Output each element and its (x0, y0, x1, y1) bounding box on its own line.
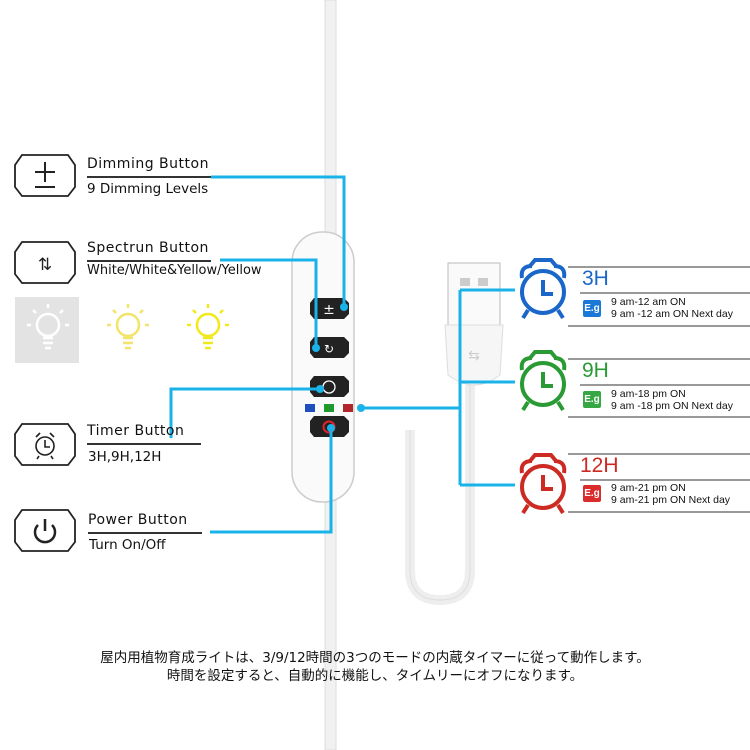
svg-text:↻: ↻ (324, 342, 334, 356)
alarm-clock-3h-icon (519, 258, 567, 320)
usb-plug: ⇆ (444, 262, 504, 386)
plus-minus-icon (35, 162, 55, 188)
example-badge: E.g (583, 300, 601, 317)
timer-label: 9H (582, 359, 609, 382)
svg-text:±: ± (323, 302, 335, 318)
spectrum-button-subtitle: White/White&Yellow/Yellow (87, 263, 262, 278)
caption-line-1: 屋内用植物育成ライトは、3/9/12時間の3つのモードの内蔵タイマーに従って動作… (100, 650, 650, 666)
controller-spectrum-button[interactable]: ↻ (310, 337, 349, 358)
dimming-button-subtitle: 9 Dimming Levels (87, 181, 209, 197)
timer-example-line: 9 am-12 am ON (611, 296, 686, 308)
timer-example-line: 9 am -12 am ON Next day (611, 308, 733, 320)
yellow-bulb-icon (187, 304, 229, 350)
timer-button-subtitle: 3H,9H,12H (88, 449, 162, 465)
controller-dimming-button[interactable]: ± (310, 298, 349, 319)
power-button-title: Power Button (88, 512, 188, 528)
timer-example-line: 9 am-21 pm ON Next day (611, 494, 731, 506)
example-badge: E.g (583, 391, 601, 408)
controller-timer-button[interactable] (310, 376, 349, 397)
timer-example-line: 9 am-21 pm ON (611, 482, 686, 494)
power-icon (33, 519, 57, 544)
spectrum-icon-frame (14, 241, 76, 284)
spectrum-button-title: Spectrun Button (87, 240, 209, 256)
controller-timer-leds (305, 404, 353, 412)
dimming-button-title: Dimming Button (87, 156, 209, 172)
caption-line-2: 時間を設定すると、自動的に機能し、タイムリーにオフになります。 (166, 668, 584, 684)
alarm-clock-icon (35, 432, 55, 460)
warm-white-bulb-icon (107, 304, 149, 350)
alarm-clock-9h-icon (519, 350, 567, 412)
timer-example-line: 9 am -18 pm ON Next day (611, 400, 733, 412)
white-bulb-icon (27, 304, 69, 350)
svg-text:⇆: ⇆ (468, 348, 480, 364)
timer-label: 12H (580, 454, 619, 477)
connector-lines (169, 175, 515, 534)
cycle-arrows-icon: ⇅ (38, 255, 52, 275)
power-button-subtitle: Turn On/Off (89, 537, 166, 553)
alarm-clock-12h-icon (519, 453, 567, 515)
timer-button-title: Timer Button (87, 423, 185, 439)
timer-label: 3H (582, 267, 609, 290)
example-badge: E.g (583, 485, 601, 502)
timer-example-line: 9 am-18 pm ON (611, 388, 686, 400)
